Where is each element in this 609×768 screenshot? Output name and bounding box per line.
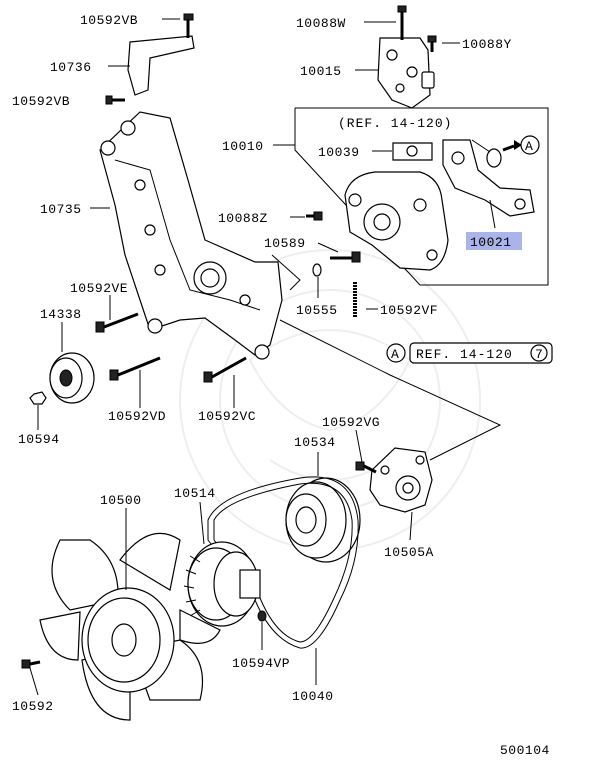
ref-circle-a-top-text: A bbox=[525, 139, 534, 154]
fan-housing-10505A bbox=[369, 447, 433, 513]
bolt-10592VE bbox=[95, 312, 139, 333]
label-10594VP: 10594VP bbox=[232, 656, 290, 671]
highlight-10021 bbox=[466, 232, 522, 250]
bolt-10592VB-top bbox=[183, 13, 194, 38]
bolt-10088Y bbox=[427, 35, 437, 52]
label-14338: 14338 bbox=[40, 307, 82, 322]
gasket-10021 bbox=[442, 139, 535, 217]
label-10592VB-left: 10592VB bbox=[12, 94, 70, 109]
bolt-10589 bbox=[330, 251, 361, 263]
label-10592VG: 10592VG bbox=[322, 415, 380, 430]
label-10500: 10500 bbox=[100, 493, 142, 508]
label-10088Y: 10088Y bbox=[462, 37, 512, 52]
nut-10594VP bbox=[257, 610, 267, 622]
label-10592: 10592 bbox=[12, 699, 54, 714]
label-10592VF: 10592VF bbox=[380, 303, 438, 318]
water-pump-10010 bbox=[344, 171, 449, 271]
bolt-10592VC bbox=[203, 356, 247, 383]
fan-clutch-10514 bbox=[183, 541, 261, 627]
label-10088W: 10088W bbox=[296, 16, 346, 31]
ref-circle-a-top: A bbox=[520, 135, 540, 155]
washer-10555 bbox=[312, 263, 322, 277]
o-ring bbox=[486, 148, 502, 168]
gasket-10039 bbox=[392, 142, 433, 161]
label-10735: 10735 bbox=[40, 202, 82, 217]
label-10592VD: 10592VD bbox=[108, 409, 166, 424]
label-10010: 10010 bbox=[222, 139, 264, 154]
bolt-10088Z bbox=[306, 211, 323, 221]
idler-pulley-14338 bbox=[49, 352, 95, 404]
label-10514: 10514 bbox=[174, 486, 216, 501]
bolt-10592VG bbox=[355, 461, 377, 474]
fan-pulley-10534 bbox=[285, 477, 361, 563]
bolt-10592VB-left bbox=[105, 95, 125, 105]
bracket-10736 bbox=[127, 35, 195, 96]
label-10589: 10589 bbox=[264, 236, 306, 251]
label-10594: 10594 bbox=[18, 432, 60, 447]
label-10592VB-top: 10592VB bbox=[80, 13, 138, 28]
label-10505A: 10505A bbox=[384, 545, 434, 560]
label-10088Z: 10088Z bbox=[218, 211, 268, 226]
bolt-10592 bbox=[21, 659, 41, 669]
ref-bottom: A REF. 14-120 7 bbox=[386, 342, 553, 364]
ref-arrow-a bbox=[502, 140, 522, 152]
label-10555: 10555 bbox=[296, 303, 338, 318]
cooling-fan-10500 bbox=[39, 532, 221, 721]
label-10592VE: 10592VE bbox=[70, 281, 128, 296]
water-pump-group bbox=[273, 107, 549, 286]
label-10040: 10040 bbox=[292, 689, 334, 704]
ref-circle-a-bottom-text: A bbox=[391, 347, 400, 362]
ref-bottom-num: 7 bbox=[535, 347, 544, 362]
drive-belt-10040 bbox=[207, 476, 359, 649]
label-10039: 10039 bbox=[318, 145, 360, 160]
label-10534: 10534 bbox=[294, 435, 336, 450]
ref-bottom-text: REF. 14-120 bbox=[416, 347, 513, 362]
leader-lines bbox=[29, 18, 496, 696]
bracket-10735 bbox=[99, 111, 283, 360]
label-10592VC: 10592VC bbox=[198, 409, 256, 424]
nut-10594 bbox=[29, 391, 47, 405]
bolt-10592VD bbox=[109, 356, 161, 381]
diagram-id: 500104 bbox=[500, 743, 550, 758]
label-10021: 10021 bbox=[470, 235, 512, 250]
label-10015: 10015 bbox=[300, 64, 342, 79]
bolt-10088W bbox=[397, 5, 407, 40]
ref-14-120-top: (REF. 14-120) bbox=[338, 116, 452, 131]
bracket-10015 bbox=[377, 37, 435, 109]
label-10736: 10736 bbox=[50, 60, 92, 75]
ref-leader-lines bbox=[271, 254, 502, 461]
